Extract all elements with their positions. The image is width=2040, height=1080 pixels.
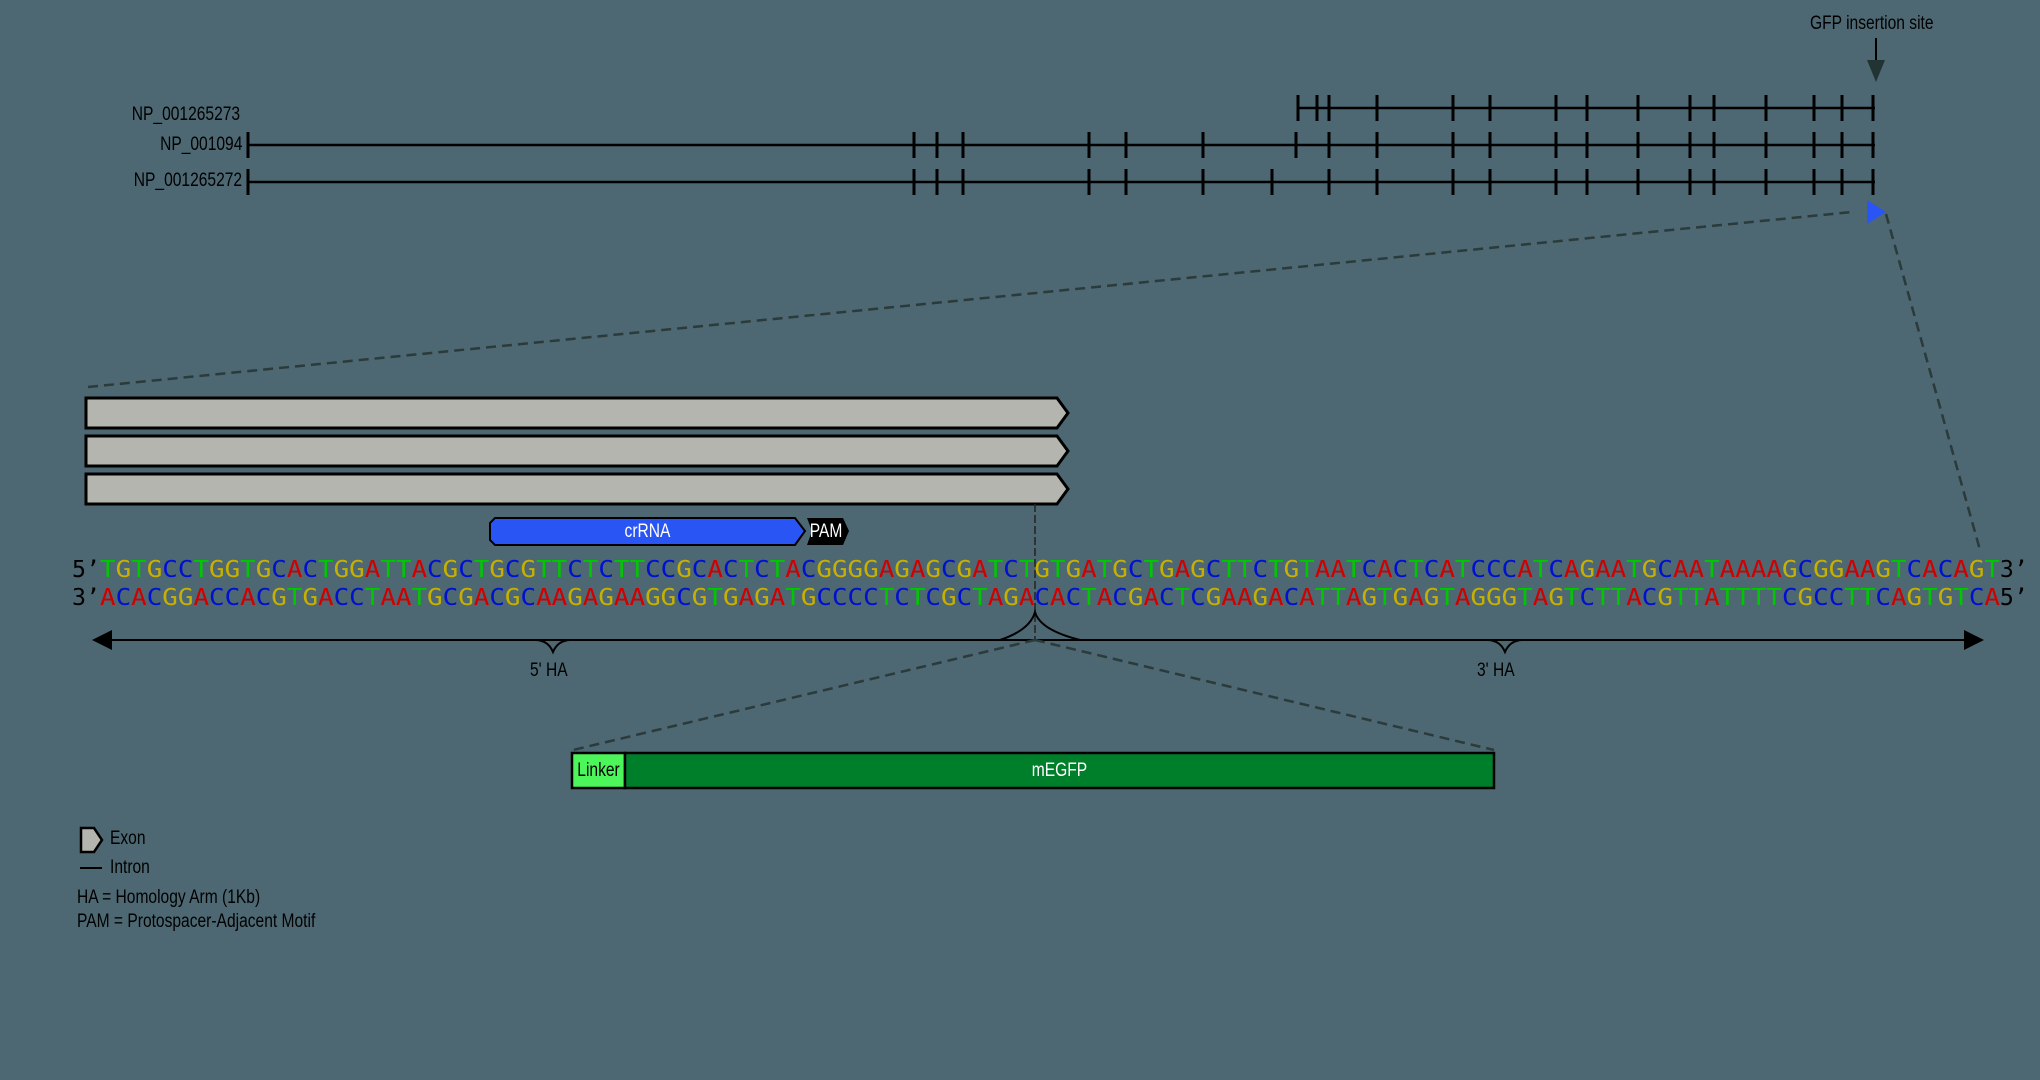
insert-zoom-line-left xyxy=(572,638,1036,752)
mEGFP-label: mEGFP xyxy=(1031,759,1088,781)
brace-center xyxy=(999,608,1081,641)
insertion-site-arrow-icon xyxy=(1867,38,1885,82)
bottom-strand-bases: ACACGGACCACGTGACCTAATGCGACGCAAGAGAAGGCGT… xyxy=(99,584,2000,611)
PAM-label: PAM xyxy=(809,520,843,542)
legend-intron-label: Intron xyxy=(110,857,150,878)
top-strand-3-prime: 3’ xyxy=(1999,556,2028,583)
top-strand-5-prime: 5’ xyxy=(72,556,100,583)
mEGFP-box xyxy=(623,751,1496,790)
legend-exon-label: Exon xyxy=(110,828,146,849)
3-HA-label: 3' HA xyxy=(1477,660,1515,681)
brace-5-HA xyxy=(534,639,572,655)
zoom-line-left xyxy=(87,210,1853,389)
exon-bars xyxy=(84,396,1070,506)
bottom-strand: 3’ACACGGACCACGTGACCTAATGCGACGCAAGAGAAGGC… xyxy=(72,584,2028,612)
transcript-label: NP_001265273 xyxy=(131,104,240,125)
legend-exon-icon xyxy=(79,826,104,854)
transcript-label: NP_001265272 xyxy=(133,170,242,191)
transcript-label: NP_001094 xyxy=(159,134,242,155)
linker-box xyxy=(570,751,627,790)
gfp-insertion-site-label: GFP insertion site xyxy=(1810,13,1934,34)
bottom-strand-5-prime: 5’ xyxy=(1999,584,2028,611)
crRNA-shape xyxy=(489,517,807,546)
brace-3-HA xyxy=(1486,639,1524,655)
PAM-shape xyxy=(807,518,849,545)
bottom-strand-3-prime: 3’ xyxy=(72,584,100,611)
linker-label: Linker xyxy=(577,759,620,781)
crRNA-label: crRNA xyxy=(624,520,671,542)
zoom-line-right xyxy=(1884,213,1982,551)
top-strand: 5’TGTGCCTGGTGCACTGGATTACGCTGCGTTCTCTTCCG… xyxy=(72,556,2028,584)
insertion-marker-icon xyxy=(1867,200,1886,224)
legend-pam-definition: PAM = Protospacer-Adjacent Motif xyxy=(77,911,316,932)
legend-ha-definition: HA = Homology Arm (1Kb) xyxy=(77,887,261,908)
top-strand-bases: TGTGCCTGGTGCACTGGATTACGCTGCGTTCTCTTCCGCA… xyxy=(99,556,2000,583)
transcript-models xyxy=(246,95,1875,195)
insert-zoom-line-right xyxy=(1034,638,1495,752)
5-HA-label: 5' HA xyxy=(530,660,568,681)
